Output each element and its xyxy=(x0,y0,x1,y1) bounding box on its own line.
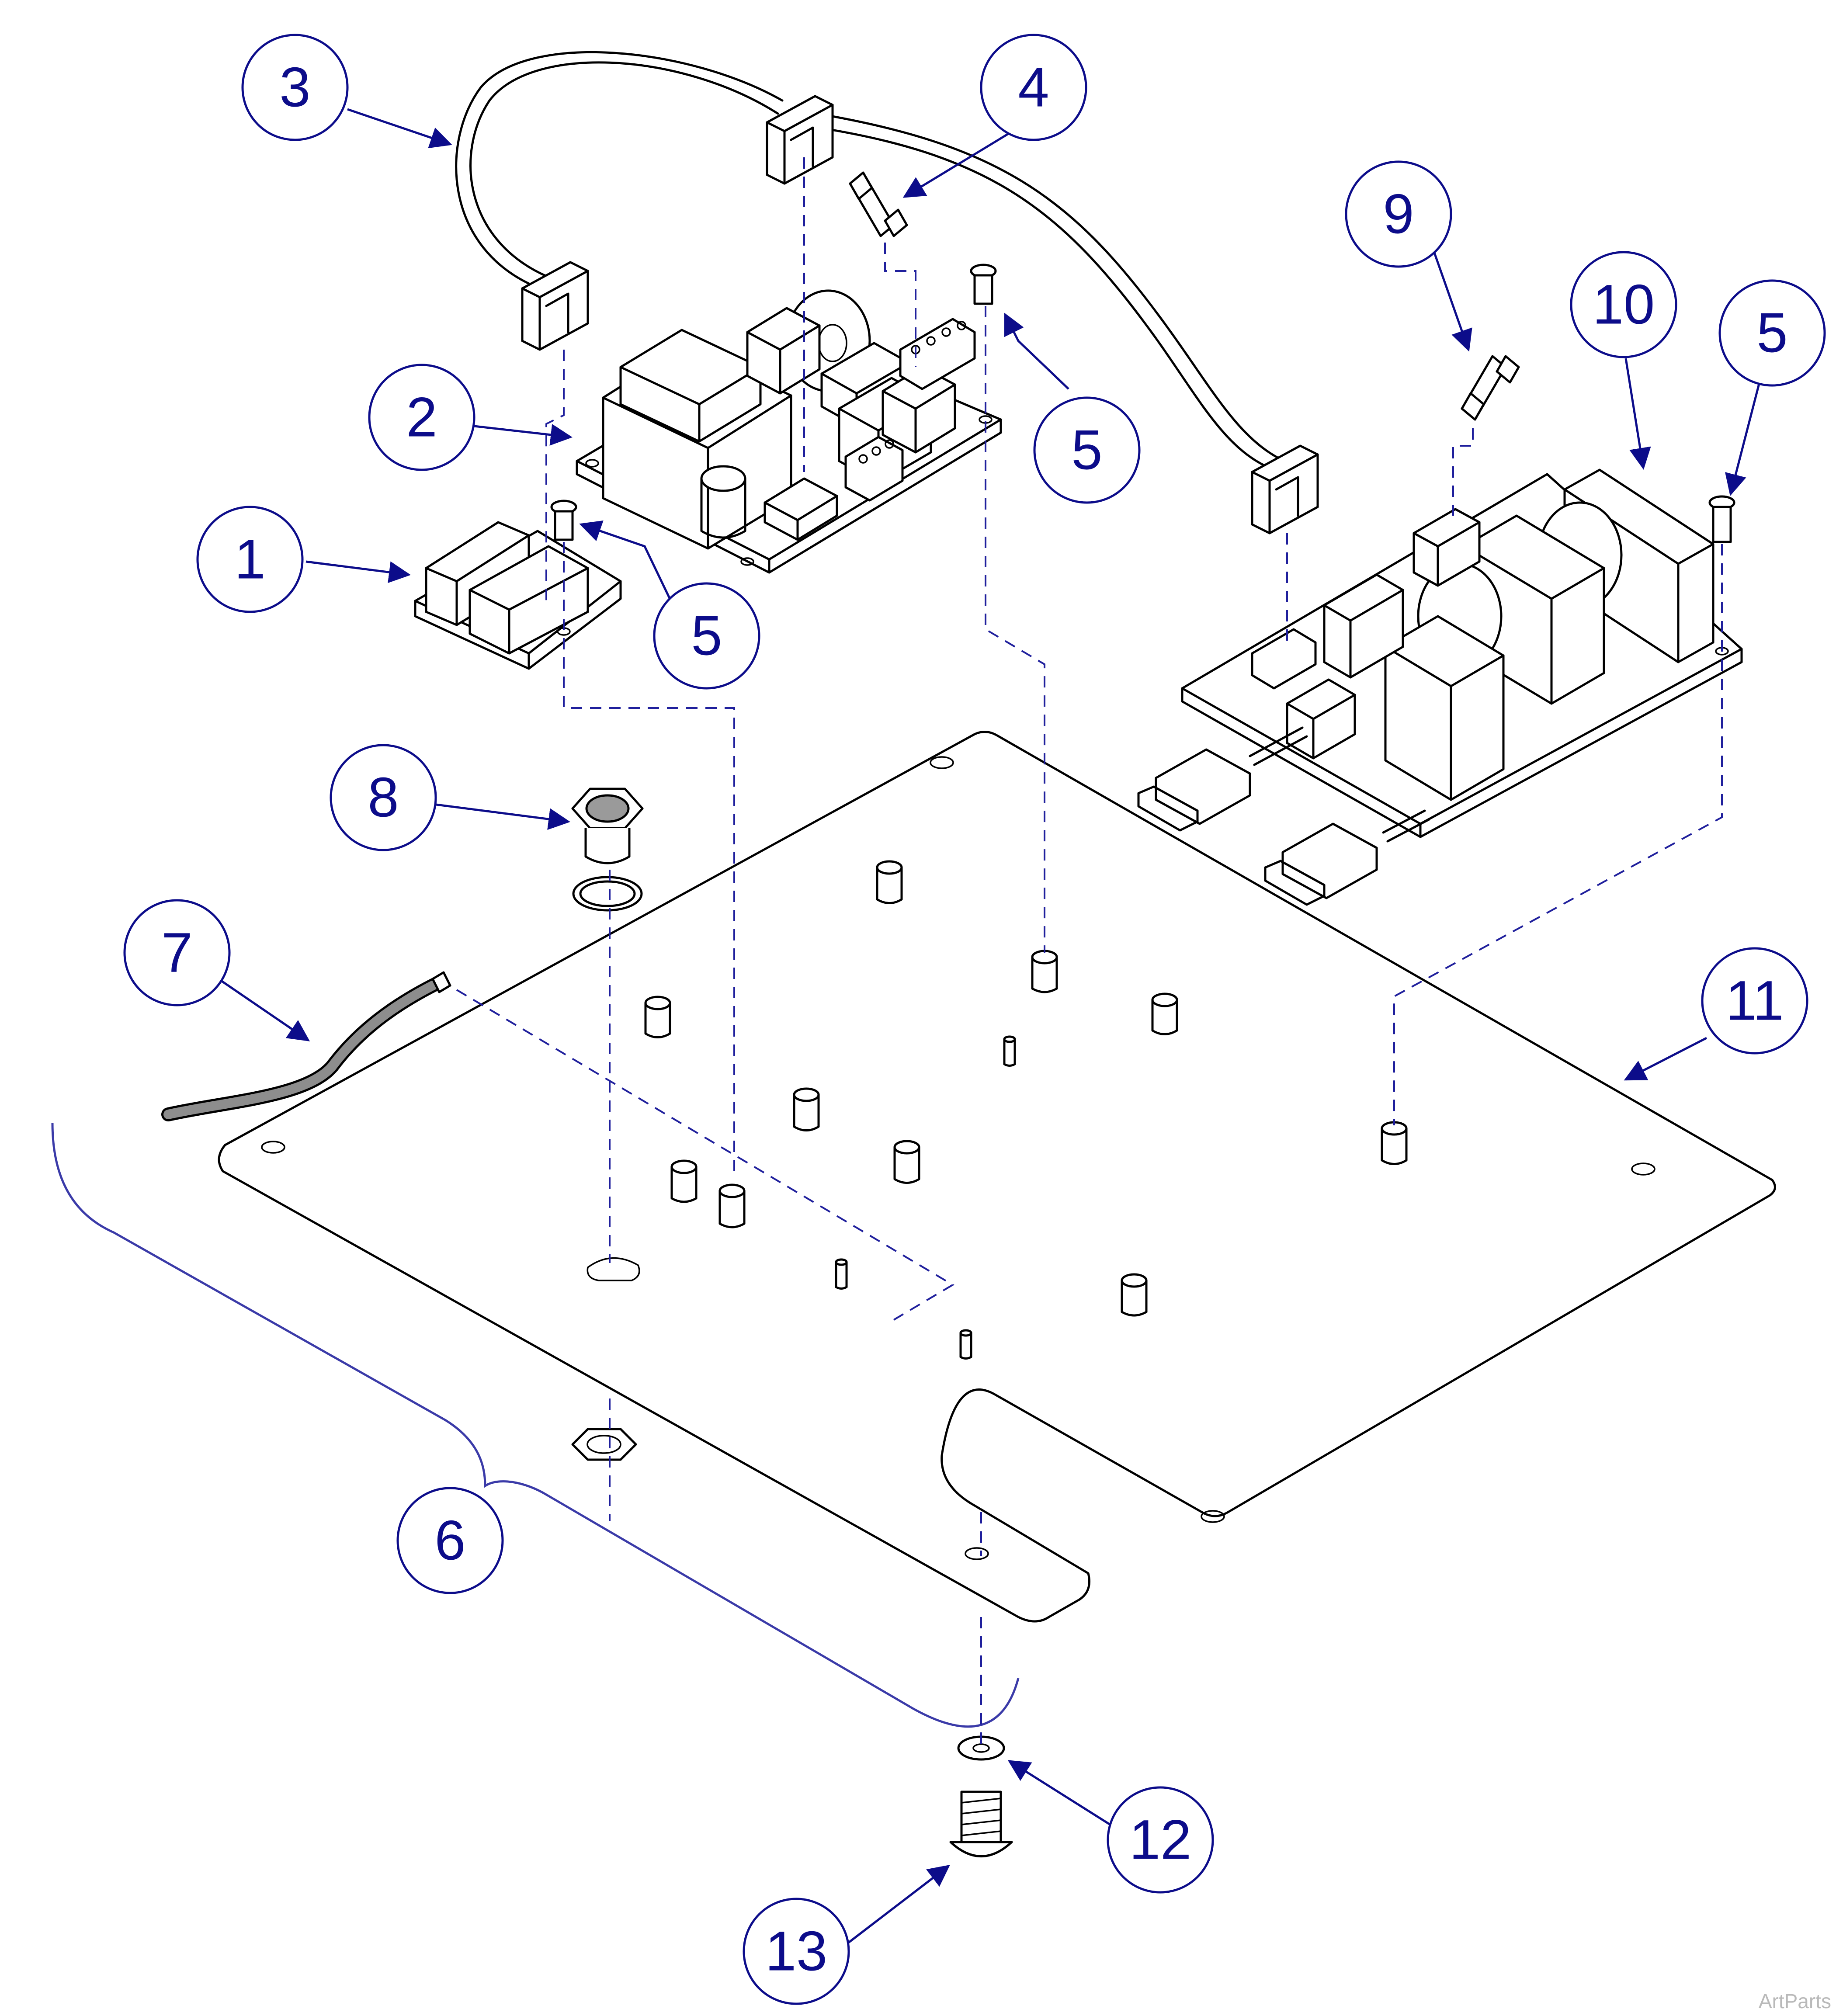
callout-5-left: 5 xyxy=(653,582,760,690)
svg-text:11: 11 xyxy=(1726,970,1784,1032)
part-6-bracket xyxy=(51,1123,1020,1728)
svg-text:10: 10 xyxy=(1593,274,1655,336)
callout-2: 2 xyxy=(368,364,475,471)
svg-text:5: 5 xyxy=(691,605,722,667)
transformer-board xyxy=(1137,468,1743,906)
fuse-4 xyxy=(849,171,908,237)
standoffs xyxy=(644,860,1408,1360)
callout-13: 13 xyxy=(743,1898,850,2005)
callout-10: 10 xyxy=(1570,251,1677,358)
hex-nut xyxy=(571,1428,637,1461)
callout-7: 7 xyxy=(123,899,231,1006)
svg-text:1: 1 xyxy=(234,528,265,591)
ribbon-cable xyxy=(455,51,1319,534)
callout-4: 4 xyxy=(980,34,1087,141)
base-plate xyxy=(218,731,1776,1623)
callout-8: 8 xyxy=(330,744,437,851)
svg-text:12: 12 xyxy=(1129,1809,1191,1871)
svg-text:5: 5 xyxy=(1756,302,1787,364)
bottom-screw xyxy=(949,1790,1013,1857)
svg-text:4: 4 xyxy=(1018,56,1049,119)
callout-6: 6 xyxy=(396,1487,504,1594)
screw-5-mid xyxy=(970,264,997,305)
svg-text:2: 2 xyxy=(406,386,437,449)
power-supply-board xyxy=(576,289,1002,574)
svg-text:6: 6 xyxy=(434,1509,465,1572)
callout-9: 9 xyxy=(1345,160,1452,268)
svg-text:8: 8 xyxy=(368,767,399,829)
ground-cable xyxy=(161,971,451,1121)
svg-text:13: 13 xyxy=(765,1920,827,1983)
screw-5-right xyxy=(1708,495,1735,543)
svg-text:3: 3 xyxy=(279,56,310,119)
watermark-text: ArtParts xyxy=(1759,1990,1831,2013)
svg-text:5: 5 xyxy=(1071,419,1102,482)
svg-text:7: 7 xyxy=(161,922,192,984)
callout-3: 3 xyxy=(241,34,349,141)
alignment-lines xyxy=(456,157,1723,1744)
relay-board xyxy=(414,521,622,670)
callout-1: 1 xyxy=(196,506,304,613)
indicator-light xyxy=(571,788,644,912)
callout-11: 11 xyxy=(1701,947,1808,1055)
callout-12: 12 xyxy=(1107,1786,1214,1894)
callout-5-mid: 5 xyxy=(1033,396,1141,504)
fuse-9 xyxy=(1461,355,1520,421)
screw-5-left xyxy=(550,500,577,541)
svg-text:9: 9 xyxy=(1383,183,1414,246)
callout-5-right: 5 xyxy=(1718,279,1826,387)
